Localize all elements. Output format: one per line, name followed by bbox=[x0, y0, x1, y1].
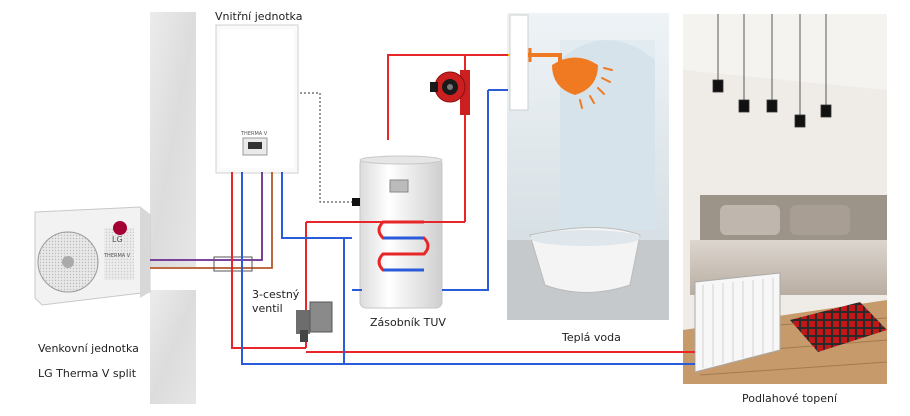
label-floor-heating: Podlahové topení bbox=[742, 392, 838, 405]
tank-sensor bbox=[352, 198, 360, 206]
label-hot-water: Teplá voda bbox=[561, 331, 621, 344]
label-outdoor-unit-line2: LG Therma V split bbox=[38, 367, 137, 380]
outdoor-logo-text: LG bbox=[112, 235, 123, 244]
label-outdoor-unit-line1: Venkovní jednotka bbox=[38, 342, 139, 355]
three-way-valve-icon bbox=[296, 301, 333, 342]
outdoor-unit: LG THERMA V bbox=[34, 206, 151, 306]
control-line bbox=[300, 92, 356, 203]
lg-logo-icon bbox=[113, 221, 127, 235]
wall-column-upper bbox=[150, 12, 196, 267]
dhw-tank bbox=[359, 155, 443, 309]
label-tank: Zásobník TUV bbox=[370, 316, 446, 329]
floor-heating-mat bbox=[790, 302, 887, 352]
tank-coil-hot bbox=[377, 220, 430, 272]
bedroom-illustration bbox=[683, 14, 888, 384]
wall-column-lower bbox=[150, 290, 196, 404]
indoor-unit: THERMA V bbox=[215, 24, 299, 174]
return-pipes bbox=[241, 89, 695, 365]
indoor-unit-marking: THERMA V bbox=[240, 131, 268, 137]
label-valve-line1: 3-cestný bbox=[252, 288, 300, 301]
shower-icon bbox=[509, 14, 613, 111]
label-indoor-unit: Vnitřní jednotka bbox=[215, 10, 302, 23]
radiator bbox=[694, 272, 781, 373]
label-valve-line2: ventil bbox=[252, 302, 283, 315]
outdoor-unit-marking: THERMA V bbox=[103, 253, 131, 259]
circulation-pump-icon bbox=[430, 70, 470, 115]
